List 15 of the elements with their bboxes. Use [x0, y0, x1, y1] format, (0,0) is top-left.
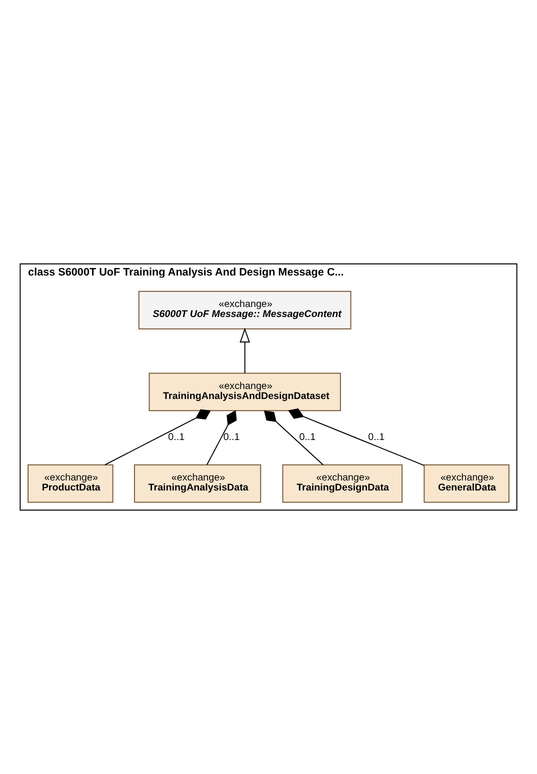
edge-label: 0..1 — [223, 432, 240, 444]
arrow — [240, 328, 250, 374]
node-box: «exchange» S6000T UoF Message:: MessageContent — [138, 290, 352, 330]
node-box: «exchange» TrainingAnalysisData — [134, 464, 262, 503]
node-box: «exchange» TrainingDesignData — [282, 464, 403, 503]
connector — [206, 410, 237, 466]
node-box: «exchange» ProductData — [28, 464, 114, 503]
edge-label: 0..1 — [299, 432, 316, 444]
node-box: «exchange» GeneralData — [424, 464, 510, 503]
edge-label: 0..1 — [368, 432, 385, 444]
connector — [264, 410, 324, 466]
connector — [104, 409, 211, 466]
connector — [288, 408, 425, 466]
edge-label: 0..1 — [168, 432, 185, 444]
node-box: «exchange» TrainingAnalysisAndDesignDataset — [148, 372, 341, 412]
